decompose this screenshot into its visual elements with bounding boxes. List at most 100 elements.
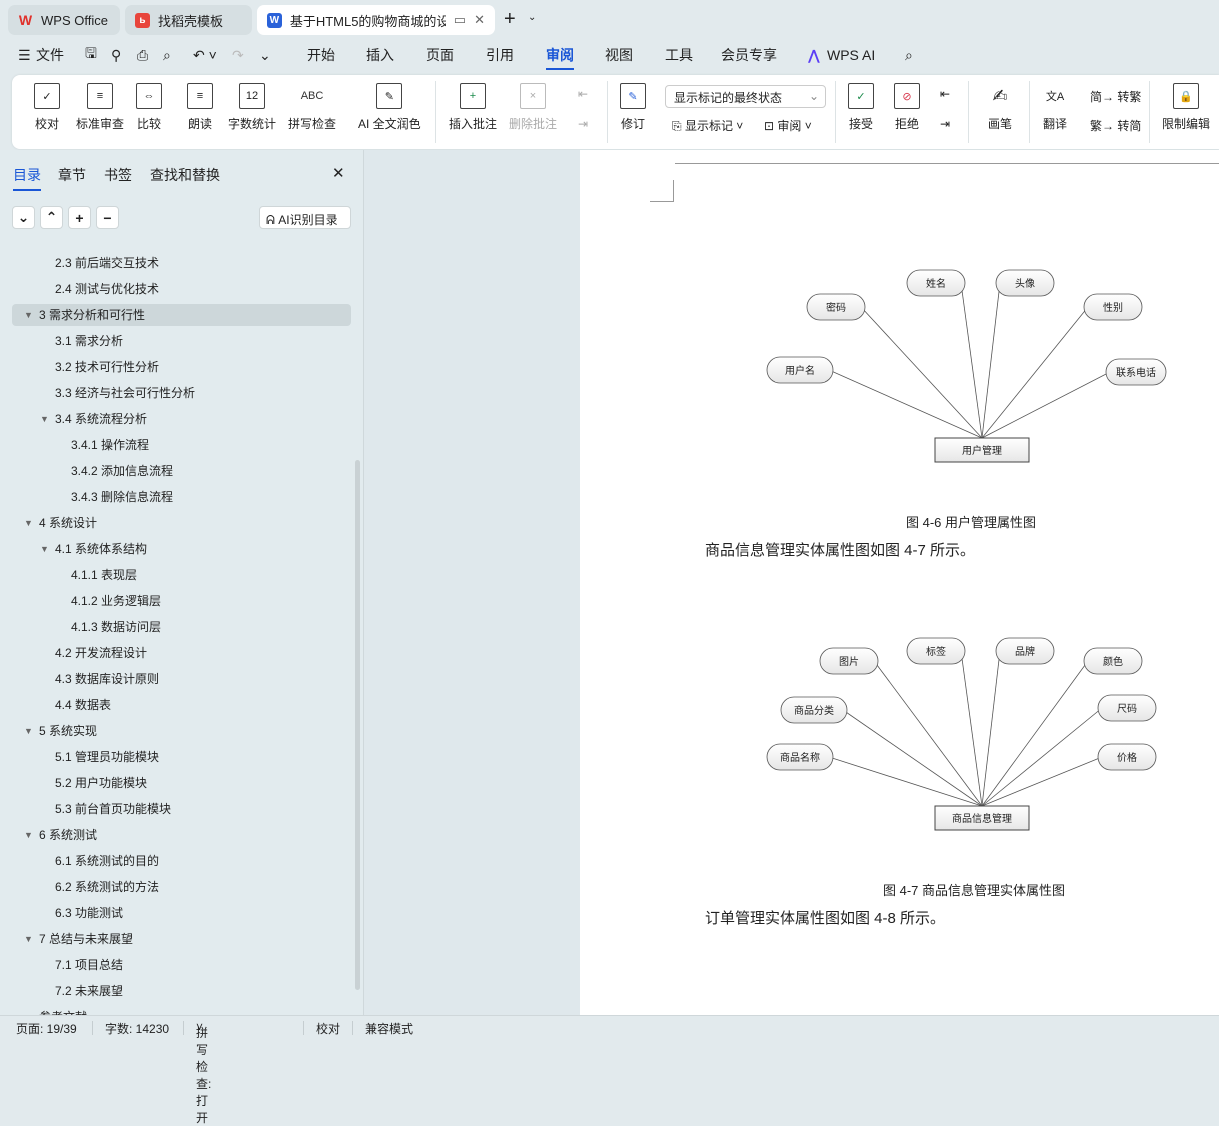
toc-item[interactable]: 5.2 用户功能模块 — [12, 772, 351, 794]
tab-find-replace[interactable]: 查找和替换 — [150, 167, 220, 183]
close-tab-icon[interactable]: ✕ — [474, 12, 485, 27]
toc-item[interactable]: 2.3 前后端交互技术 — [12, 252, 351, 274]
toc-item[interactable]: 4.4 数据表 — [12, 694, 351, 716]
to-simplified-button[interactable]: 繁→ 转简 — [1090, 119, 1142, 133]
menu-wps-ai[interactable]: WPS AI — [827, 47, 876, 63]
read-aloud-button[interactable]: ≡朗读 — [187, 83, 213, 132]
tab-toc[interactable]: 目录 — [13, 165, 41, 191]
toc-item[interactable]: ▼4.1 系统体系结构 — [12, 538, 351, 560]
standard-review-button[interactable]: ≡标准审查 — [76, 83, 124, 132]
chevron-down-icon[interactable]: ⌄ — [528, 12, 537, 23]
toc-item[interactable]: 4.3 数据库设计原则 — [12, 668, 351, 690]
connector-line — [981, 707, 1103, 807]
toc-item[interactable]: 6.3 功能测试 — [12, 902, 351, 924]
new-tab-icon[interactable]: + — [504, 8, 516, 30]
compare-button[interactable]: ⇔比较 — [136, 83, 162, 132]
toc-item[interactable]: 3.3 经济与社会可行性分析 — [12, 382, 351, 404]
hamburger-icon[interactable]: ☰ — [18, 46, 31, 63]
page-indicator[interactable]: 页面: 19/39 — [16, 1022, 77, 1036]
share-icon[interactable]: ⚲ — [111, 46, 122, 63]
expand-arrow-icon[interactable]: ▼ — [24, 726, 33, 736]
expand-arrow-icon[interactable]: ▼ — [24, 934, 33, 944]
expand-arrow-icon[interactable]: ▼ — [40, 544, 49, 554]
pen-button[interactable]: ✍画笔 — [987, 83, 1013, 132]
toc-item[interactable]: 3.4.2 添加信息流程 — [12, 460, 351, 482]
ai-toc-button[interactable]: ᕱ AI识别目录 — [259, 206, 351, 229]
print-icon[interactable]: ⎙ — [137, 46, 149, 63]
proofread-status[interactable]: 校对 — [316, 1022, 341, 1036]
ai-polish-button[interactable]: ✎AI 全文润色 — [358, 83, 421, 132]
toc-item[interactable]: 3.1 需求分析 — [12, 330, 351, 352]
reject-button[interactable]: ⊘拒绝 — [894, 83, 920, 132]
prev-change-icon[interactable]: ⇤ — [940, 87, 951, 101]
to-traditional-button[interactable]: 简→ 转繁 — [1090, 90, 1142, 104]
toc-item[interactable]: ▼7 总结与未来展望 — [12, 928, 351, 950]
menu-tools[interactable]: 工具 — [665, 47, 693, 63]
menu-reference[interactable]: 引用 — [486, 47, 514, 63]
menu-insert[interactable]: 插入 — [366, 47, 394, 63]
toc-item[interactable]: 5.1 管理员功能模块 — [12, 746, 351, 768]
undo-icon[interactable]: ↶ ˅ — [193, 46, 217, 63]
sidebar-scrollbar[interactable] — [355, 460, 360, 990]
tab-chapters[interactable]: 章节 — [58, 167, 86, 183]
toc-item[interactable]: 3.2 技术可行性分析 — [12, 356, 351, 378]
more-chevron-icon[interactable]: ⌄ — [259, 46, 271, 63]
menu-review[interactable]: 审阅 — [546, 45, 574, 70]
restrict-edit-button[interactable]: 🔒限制编辑 — [1162, 83, 1210, 132]
expand-down-button[interactable]: ⌄ — [12, 206, 35, 229]
toc-item[interactable]: 6.2 系统测试的方法 — [12, 876, 351, 898]
save-icon[interactable]: 🖫 — [85, 45, 97, 61]
toc-item[interactable]: ▼3.4 系统流程分析 — [12, 408, 351, 430]
menu-start[interactable]: 开始 — [307, 47, 335, 63]
insert-comment-button[interactable]: +插入批注 — [449, 83, 497, 132]
collapse-all-button[interactable]: − — [96, 206, 119, 229]
toc-item[interactable]: 4.1.2 业务逻辑层 — [12, 590, 351, 612]
toc-item[interactable]: 4.1.3 数据访问层 — [12, 616, 351, 638]
close-pane-icon[interactable]: ✕ — [332, 165, 345, 182]
toc-item[interactable]: 参考文献 — [12, 1006, 351, 1015]
expand-arrow-icon[interactable]: ▼ — [24, 830, 33, 840]
accept-button[interactable]: ✓接受 — [848, 83, 874, 132]
toc-item[interactable]: 2.4 测试与优化技术 — [12, 278, 351, 300]
toc-item[interactable]: ▼3 需求分析和可行性 — [12, 304, 351, 326]
toc-item[interactable]: 3.4.1 操作流程 — [12, 434, 351, 456]
proofread-button[interactable]: ✓校对 — [34, 83, 60, 132]
toc-item[interactable]: 5.3 前台首页功能模块 — [12, 798, 351, 820]
toc-item[interactable]: ▼6 系统测试 — [12, 824, 351, 846]
print-preview-icon[interactable]: ⌕ — [163, 46, 171, 63]
menu-file[interactable]: 文件 — [36, 47, 64, 63]
toc-item[interactable]: 7.1 项目总结 — [12, 954, 351, 976]
toc-item[interactable]: 4.1.1 表现层 — [12, 564, 351, 586]
track-changes-button[interactable]: ✎修订 — [620, 83, 646, 132]
markup-display-select[interactable]: 显示标记的最终状态⌄ — [665, 85, 826, 108]
menu-page[interactable]: 页面 — [426, 47, 454, 63]
toc-item[interactable]: 6.1 系统测试的目的 — [12, 850, 351, 872]
collapse-up-button[interactable]: ⌃ — [40, 206, 63, 229]
word-count[interactable]: 字数: 14230 — [105, 1022, 170, 1036]
toc-item[interactable]: 7.2 未来展望 — [12, 980, 351, 1002]
connector-line — [981, 371, 1111, 439]
expand-arrow-icon[interactable]: ▼ — [24, 518, 33, 528]
menu-view[interactable]: 视图 — [605, 47, 633, 63]
connector-line — [981, 650, 1001, 807]
expand-arrow-icon[interactable]: ▼ — [40, 414, 49, 424]
menu-membership[interactable]: 会员专享 — [721, 47, 777, 63]
search-icon[interactable]: ⌕ — [905, 46, 913, 63]
toc-item[interactable]: ▼5 系统实现 — [12, 720, 351, 742]
toc-item[interactable]: 3.4.3 删除信息流程 — [12, 486, 351, 508]
tab-bookmarks[interactable]: 书签 — [104, 167, 132, 183]
review-pane-button[interactable]: ⊡ 审阅 ˅ — [764, 119, 812, 133]
expand-arrow-icon[interactable]: ▼ — [24, 310, 33, 320]
toc-item[interactable]: ▼4 系统设计 — [12, 512, 351, 534]
toc-item[interactable]: 4.2 开发流程设计 — [12, 642, 351, 664]
spell-check-toggle[interactable]: 拼写检查: 打开 ˅ — [196, 1020, 212, 1125]
show-markup-button[interactable]: ⎘ 显示标记 ˅ — [672, 119, 744, 133]
expand-all-button[interactable]: + — [68, 206, 91, 229]
next-change-icon[interactable]: ⇥ — [940, 117, 951, 131]
